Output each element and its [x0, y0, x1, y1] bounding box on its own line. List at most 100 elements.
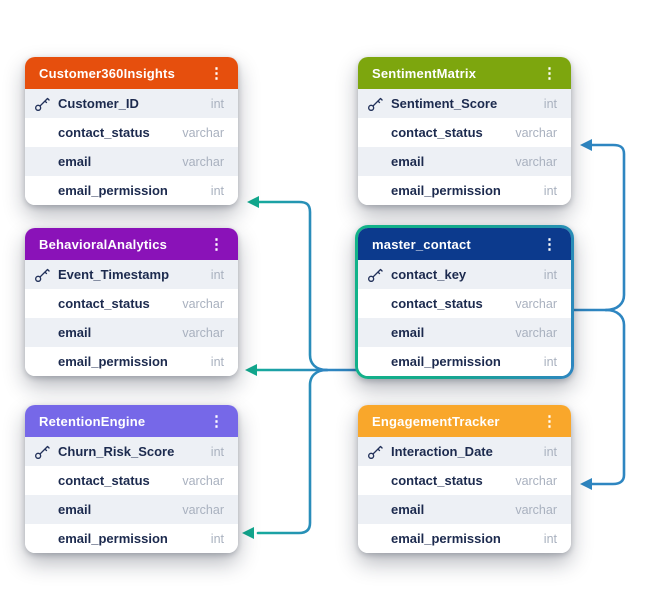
arrowhead-to-customer360insights: [247, 196, 259, 208]
kebab-menu-icon[interactable]: ⋮: [542, 64, 557, 82]
field-name: Customer_ID: [58, 96, 139, 111]
field-row[interactable]: contact_status varchar: [25, 118, 238, 147]
table-title: master_contact: [372, 236, 471, 252]
field-name: contact_status: [391, 296, 483, 311]
field-type: int: [210, 96, 224, 111]
field-type: varchar: [182, 154, 224, 169]
field-name: email_permission: [58, 354, 168, 369]
field-row[interactable]: Event_Timestamp int: [25, 260, 238, 289]
field-row[interactable]: email_permission int: [25, 347, 238, 376]
field-row[interactable]: email varchar: [358, 495, 571, 524]
primary-key-icon: [34, 268, 50, 283]
field-type: varchar: [515, 154, 557, 169]
field-row[interactable]: email_permission int: [358, 347, 571, 376]
field-name: email: [391, 154, 425, 169]
table-header[interactable]: SentimentMatrix ⋮: [358, 57, 571, 89]
kebab-menu-icon[interactable]: ⋮: [209, 235, 224, 253]
table-header[interactable]: BehavioralAnalytics ⋮: [25, 228, 238, 260]
field-type: int: [210, 183, 224, 198]
field-type: varchar: [515, 502, 557, 517]
field-type: varchar: [515, 325, 557, 340]
field-row[interactable]: contact_key int: [358, 260, 571, 289]
field-row[interactable]: Sentiment_Score int: [358, 89, 571, 118]
field-name: email: [58, 154, 92, 169]
field-row[interactable]: email varchar: [358, 318, 571, 347]
field-row[interactable]: email_permission int: [358, 176, 571, 205]
kebab-menu-icon[interactable]: ⋮: [542, 412, 557, 430]
field-type: varchar: [515, 296, 557, 311]
connection-line-master-to-sentimentmatrix: [590, 143, 626, 312]
connection-line-master-to-customer360insights: [256, 200, 329, 372]
table-title: BehavioralAnalytics: [39, 236, 168, 252]
field-name: email_permission: [391, 354, 501, 369]
connection-line-master-to-retentionengine: [256, 368, 329, 535]
field-name: contact_status: [58, 125, 150, 140]
field-type: int: [210, 354, 224, 369]
selected-table-highlight-ring: master_contact ⋮ contact_key int contact…: [355, 225, 574, 379]
field-type: int: [543, 354, 557, 369]
field-row[interactable]: contact_status varchar: [358, 289, 571, 318]
field-row[interactable]: Interaction_Date int: [358, 437, 571, 466]
field-row[interactable]: email varchar: [25, 495, 238, 524]
table-title: RetentionEngine: [39, 413, 146, 429]
field-name: Churn_Risk_Score: [58, 444, 175, 459]
field-name: email: [58, 502, 92, 517]
field-row[interactable]: contact_status varchar: [25, 289, 238, 318]
field-name: Interaction_Date: [391, 444, 493, 459]
primary-key-icon: [34, 97, 50, 112]
table-header[interactable]: Customer360Insights ⋮: [25, 57, 238, 89]
field-type: varchar: [182, 296, 224, 311]
arrowhead-to-sentimentmatrix: [580, 139, 592, 151]
primary-key-icon: [367, 97, 383, 112]
field-type: varchar: [182, 325, 224, 340]
table-behavioralanalytics: BehavioralAnalytics ⋮ Event_Timestamp in…: [25, 228, 238, 376]
field-type: varchar: [515, 473, 557, 488]
field-row[interactable]: email_permission int: [25, 524, 238, 553]
field-row[interactable]: Customer_ID int: [25, 89, 238, 118]
field-row[interactable]: contact_status varchar: [25, 466, 238, 495]
field-type: int: [543, 183, 557, 198]
field-type: int: [543, 444, 557, 459]
field-name: Sentiment_Score: [391, 96, 498, 111]
field-row[interactable]: contact_status varchar: [358, 118, 571, 147]
field-name: email: [391, 502, 425, 517]
primary-key-icon: [34, 445, 50, 460]
primary-key-icon: [367, 268, 383, 283]
table-header[interactable]: RetentionEngine ⋮: [25, 405, 238, 437]
field-row[interactable]: email_permission int: [358, 524, 571, 553]
field-type: varchar: [182, 473, 224, 488]
kebab-menu-icon[interactable]: ⋮: [209, 412, 224, 430]
field-name: email_permission: [391, 183, 501, 198]
field-row[interactable]: email_permission int: [25, 176, 238, 205]
field-name: Event_Timestamp: [58, 267, 170, 282]
field-type: varchar: [182, 502, 224, 517]
field-name: email_permission: [391, 531, 501, 546]
table-title: EngagementTracker: [372, 413, 500, 429]
field-type: varchar: [515, 125, 557, 140]
field-row[interactable]: email varchar: [25, 318, 238, 347]
kebab-menu-icon[interactable]: ⋮: [542, 235, 557, 253]
field-name: contact_status: [391, 125, 483, 140]
primary-key-icon: [367, 445, 383, 460]
field-type: int: [210, 531, 224, 546]
table-master-contact: master_contact ⋮ contact_key int contact…: [358, 228, 571, 376]
field-name: contact_status: [58, 296, 150, 311]
field-name: email_permission: [58, 183, 168, 198]
field-row[interactable]: email varchar: [25, 147, 238, 176]
table-retentionengine: RetentionEngine ⋮ Churn_Risk_Score int c…: [25, 405, 238, 553]
arrowhead-to-engagementtracker: [580, 478, 592, 490]
field-row[interactable]: contact_status varchar: [358, 466, 571, 495]
table-header[interactable]: master_contact ⋮: [358, 228, 571, 260]
field-row[interactable]: Churn_Risk_Score int: [25, 437, 238, 466]
field-type: int: [543, 96, 557, 111]
field-name: contact_status: [391, 473, 483, 488]
field-name: contact_status: [58, 473, 150, 488]
table-header[interactable]: EngagementTracker ⋮: [358, 405, 571, 437]
field-row[interactable]: email varchar: [358, 147, 571, 176]
field-type: int: [543, 531, 557, 546]
kebab-menu-icon[interactable]: ⋮: [209, 64, 224, 82]
field-name: email: [391, 325, 425, 340]
field-type: varchar: [182, 125, 224, 140]
field-name: contact_key: [391, 267, 467, 282]
